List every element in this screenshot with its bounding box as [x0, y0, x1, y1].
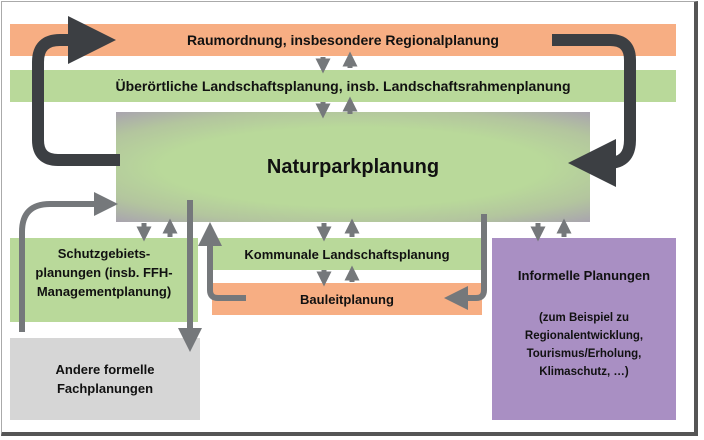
bauleit-to-naturpark-arrow-icon [198, 222, 246, 301]
exchange-naturpark-kommunal-icon [316, 218, 360, 242]
protected-area-planning-box: Schutzgebiets- planungen (insb. FFH- Man… [10, 238, 198, 322]
urban-land-use-planning-label: Bauleitplanung [300, 291, 394, 307]
informal-planning-box: Informelle Planungen (zum Beispiel zu Re… [492, 238, 676, 420]
exchange-kommunal-bauleit-icon [316, 265, 360, 287]
nature-park-planning-box: Naturparkplanung [116, 112, 590, 222]
informal-planning-title: Informelle Planungen [517, 268, 651, 283]
cycle-left-arrow-icon [32, 16, 120, 166]
other-planning-to-naturpark-arrow-icon [19, 192, 118, 332]
exchange-landschaft-naturpark-icon [315, 96, 358, 119]
exchange-regional-landschaft-icon [315, 51, 358, 74]
exchange-naturpark-schutzgebiet-icon [136, 218, 178, 242]
informal-planning-detail: (zum Beispiel zu Regionalentwicklung, To… [524, 312, 644, 378]
municipal-landscape-planning-box: Kommunale Landschaftsplanung [212, 238, 482, 270]
urban-land-use-planning-box: Bauleitplanung [212, 283, 482, 315]
landscape-framework-label: Überörtliche Landschaftsplanung, insb. L… [115, 78, 571, 94]
other-formal-planning-box: Andere formelle Fachplanungen [10, 338, 200, 420]
regional-planning-label: Raumordnung, insbesondere Regionalplanun… [187, 32, 499, 48]
nature-park-planning-label: Naturparkplanung [266, 155, 440, 178]
landscape-framework-band: Überörtliche Landschaftsplanung, insb. L… [10, 70, 676, 102]
naturpark-to-bauleit-arrow-icon [444, 214, 487, 310]
municipal-landscape-planning-label: Kommunale Landschaftsplanung [244, 246, 450, 262]
protected-area-planning-label: Schutzgebiets- planungen (insb. FFH- Man… [35, 246, 173, 299]
regional-planning-band: Raumordnung, insbesondere Regionalplanun… [10, 24, 676, 56]
cycle-right-arrow-icon [552, 34, 636, 187]
other-formal-planning-label: Andere formelle Fachplanungen [55, 362, 155, 396]
exchange-naturpark-informell-icon [530, 218, 572, 242]
